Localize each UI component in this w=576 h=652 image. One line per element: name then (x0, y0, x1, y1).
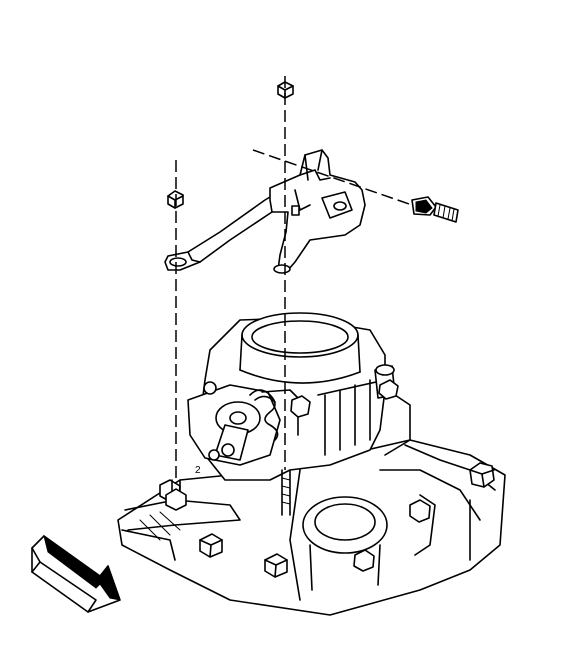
stud-right (281, 469, 291, 516)
manifold-bolt (469, 462, 495, 488)
manifold-port (302, 496, 388, 591)
manifold-bolt (199, 533, 223, 558)
manifold-bolt (409, 499, 431, 523)
alignment-line-horizontal (252, 149, 413, 206)
manifold-bolt (353, 549, 375, 572)
sensor-bolt (411, 196, 459, 223)
manifold-bolt (264, 553, 288, 578)
manifold-bolts (159, 462, 495, 578)
view-direction-arrow (31, 534, 121, 613)
throttle-body (187, 312, 411, 481)
alignment-lines (175, 76, 413, 480)
callout-label: 2 (195, 465, 201, 476)
throttle-body-bracket (164, 149, 366, 274)
stud-left (165, 479, 187, 511)
